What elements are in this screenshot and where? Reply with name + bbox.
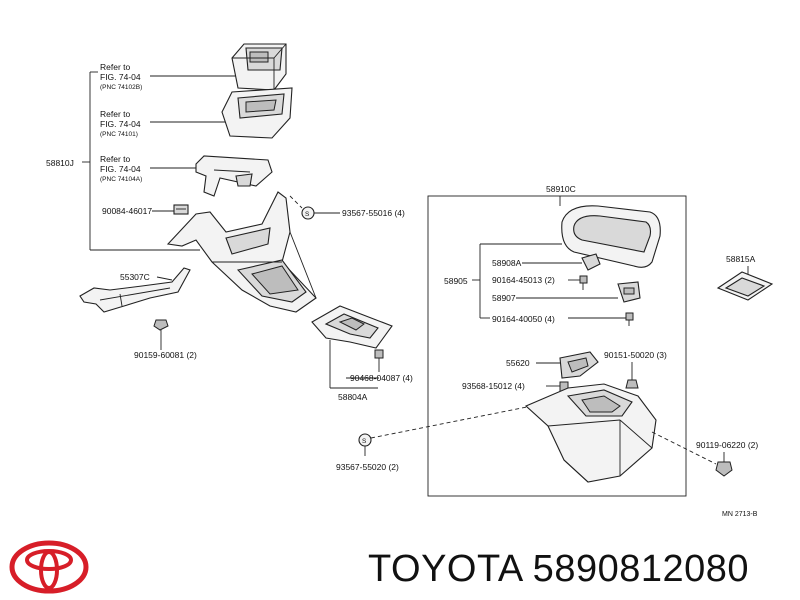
label-90084: 90084-46017 — [102, 206, 152, 216]
ref3-line1: Refer to — [100, 154, 131, 164]
label-90164a: 90164-45013 (2) — [492, 275, 555, 285]
bolt-90119-part — [715, 461, 733, 477]
screw-90164b-part — [625, 312, 634, 326]
ref2-line2: FIG. 74-04 — [100, 119, 141, 129]
label-90164b: 90164-40050 (4) — [492, 314, 555, 324]
label-93567b: 93567-55020 (2) — [336, 462, 399, 472]
armrest-lid-part — [561, 205, 661, 268]
latch-58908A-part — [581, 253, 601, 271]
diagram-code: MN 2713-B — [722, 511, 758, 518]
ref1-line3: (PNC 74102B) — [100, 84, 142, 91]
label-58910C: 58910C — [546, 184, 576, 194]
label-90468: 90468-04087 (4) — [350, 373, 413, 383]
clip-90151-part — [625, 379, 639, 389]
ref1-line1: Refer to — [100, 62, 131, 72]
svg-text:S: S — [305, 211, 310, 218]
ref3-line3: (PNC 74104A) — [100, 176, 142, 183]
ref2-line1: Refer to — [100, 109, 131, 119]
label-90119: 90119-06220 (2) — [696, 440, 758, 450]
ref1-line2: FIG. 74-04 — [100, 72, 141, 82]
brand-part-number: TOYOTA 5890812080 — [368, 548, 750, 590]
front-console-part — [166, 191, 317, 313]
label-58815A: 58815A — [726, 254, 756, 264]
rear-console-part — [524, 383, 657, 483]
label-93567a: 93567-55016 (4) — [342, 208, 405, 218]
label-58905: 58905 — [444, 276, 468, 286]
shift-panel-part — [311, 305, 393, 349]
screw-90468-part — [374, 349, 384, 366]
svg-text:S: S — [362, 438, 367, 445]
mat-58815A-part — [716, 271, 774, 301]
ref2-line3: (PNC 74101) — [100, 131, 138, 138]
assembly-box-58910C — [427, 195, 687, 497]
label-55307C: 55307C — [120, 272, 150, 282]
clip-icon: S — [358, 433, 372, 447]
clip-90084-part — [173, 204, 189, 215]
label-58908A: 58908A — [492, 258, 522, 268]
hinge-58907-part — [617, 281, 641, 303]
label-58907: 58907 — [492, 293, 516, 303]
label-90151: 90151-50020 (3) — [604, 350, 667, 360]
bracket-55307C-part — [79, 267, 191, 313]
clip-icon: S — [301, 206, 315, 220]
tray-55620-part — [559, 351, 599, 379]
cup-holder-part — [231, 43, 287, 91]
label-90159: 90159-60081 (2) — [134, 350, 197, 360]
screw-90164a-part — [579, 275, 588, 290]
bracket-58810J — [82, 71, 200, 251]
label-58810J: 58810J — [46, 158, 74, 168]
bolt-90159-part — [153, 319, 169, 340]
label-55620: 55620 — [506, 358, 530, 368]
label-58804A: 58804A — [338, 392, 368, 402]
mount-bracket-part — [195, 155, 273, 197]
console-panel-part — [221, 87, 293, 139]
ref3-line2: FIG. 74-04 — [100, 164, 141, 174]
label-93568: 93568-15012 (4) — [462, 381, 525, 391]
toyota-logo-icon — [9, 540, 89, 594]
